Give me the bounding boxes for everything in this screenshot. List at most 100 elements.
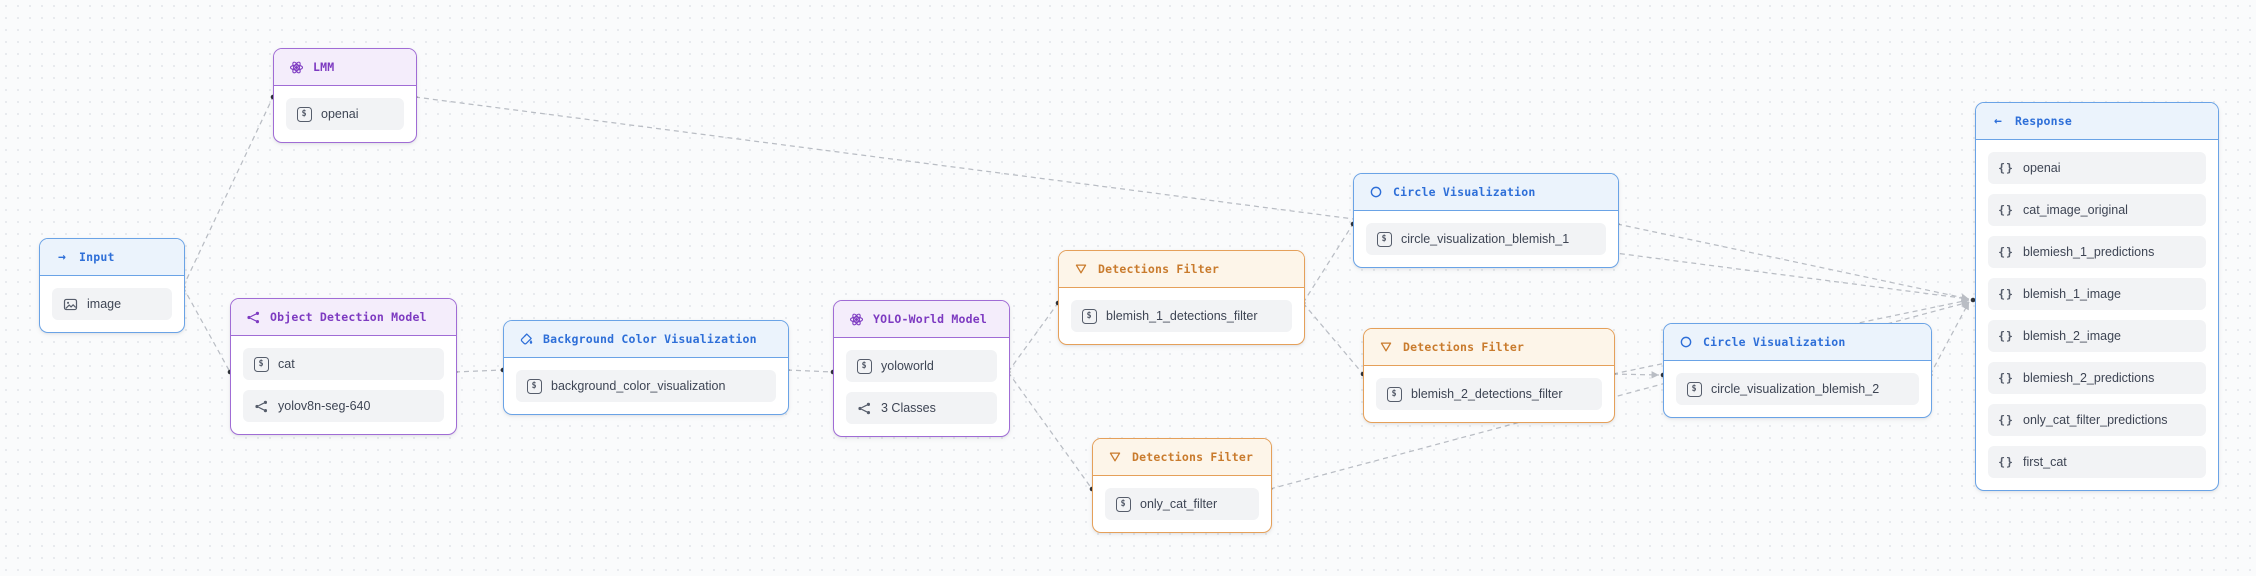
field-label: only_cat_filter_predictions	[2023, 413, 2168, 427]
field-yoloworld[interactable]: $ yoloworld	[846, 350, 997, 382]
arrow-left-icon: ←	[1993, 113, 2003, 129]
field-model-id[interactable]: yolov8n-seg-640	[243, 390, 444, 422]
field-label: 3 Classes	[881, 401, 936, 415]
response-field-blemish-1-image[interactable]: {} blemish_1_image	[1988, 278, 2206, 310]
response-field-first-cat[interactable]: {} first_cat	[1988, 446, 2206, 478]
node-ywm-header: YOLO-World Model	[834, 301, 1009, 338]
response-field-blemiesh-2-predictions[interactable]: {} blemiesh_2_predictions	[1988, 362, 2206, 394]
field-label: blemish_1_detections_filter	[1106, 309, 1258, 323]
node-input-header: → Input	[40, 239, 184, 276]
node-title: Circle Visualization	[1703, 335, 1846, 349]
node-title: Object Detection Model	[270, 310, 427, 324]
field-label: openai	[321, 107, 359, 121]
circle-icon	[1678, 334, 1694, 350]
network-icon	[856, 400, 872, 416]
funnel-icon	[1073, 261, 1089, 277]
network-icon	[245, 309, 261, 325]
node-title: Response	[2015, 114, 2072, 128]
node-title: Input	[79, 250, 115, 264]
field-cat[interactable]: $ cat	[243, 348, 444, 380]
atom-icon	[288, 59, 304, 75]
node-cv2-header: Circle Visualization	[1664, 324, 1931, 361]
field-classes[interactable]: 3 Classes	[846, 392, 997, 424]
node-circle-visualization-blemish-2[interactable]: Circle Visualization $ circle_visualizat…	[1663, 323, 1932, 418]
braces-icon: {}	[1998, 413, 2014, 427]
node-cv1-header: Circle Visualization	[1354, 174, 1618, 211]
node-title: Circle Visualization	[1393, 185, 1536, 199]
braces-icon: {}	[1998, 287, 2014, 301]
node-yolo-world-model[interactable]: YOLO-World Model $ yoloworld 3 Classes	[833, 300, 1010, 437]
field-circle-visualization-blemish-2[interactable]: $ circle_visualization_blemish_2	[1676, 373, 1919, 405]
node-title: Detections Filter	[1132, 450, 1254, 464]
response-field-only-cat-filter-predictions[interactable]: {} only_cat_filter_predictions	[1988, 404, 2206, 436]
braces-icon: {}	[1998, 161, 2014, 175]
braces-icon: {}	[1998, 203, 2014, 217]
node-detections-filter-blemish-1[interactable]: Detections Filter $ blemish_1_detections…	[1058, 250, 1305, 345]
node-response[interactable]: ← Response {} openai {} cat_image_origin…	[1975, 102, 2219, 491]
paint-bucket-icon	[518, 331, 534, 347]
node-background-color-visualization[interactable]: Background Color Visualization $ backgro…	[503, 320, 789, 415]
atom-icon	[848, 311, 864, 327]
node-detections-filter-blemish-2[interactable]: Detections Filter $ blemish_2_detections…	[1363, 328, 1615, 423]
string-icon: $	[296, 106, 312, 122]
braces-icon: {}	[1998, 245, 2014, 259]
field-only-cat-filter[interactable]: $ only_cat_filter	[1105, 488, 1259, 520]
string-icon: $	[1686, 381, 1702, 397]
field-label: cat	[278, 357, 295, 371]
field-label: blemish_1_image	[2023, 287, 2121, 301]
funnel-icon	[1378, 339, 1394, 355]
node-lmm-header: LMM	[274, 49, 416, 86]
node-df1-header: Detections Filter	[1059, 251, 1304, 288]
image-icon	[62, 296, 78, 312]
string-icon: $	[526, 378, 542, 394]
node-detections-filter-only-cat[interactable]: Detections Filter $ only_cat_filter	[1092, 438, 1272, 533]
braces-icon: {}	[1998, 371, 2014, 385]
field-blemish-1-detections-filter[interactable]: $ blemish_1_detections_filter	[1071, 300, 1292, 332]
braces-icon: {}	[1998, 455, 2014, 469]
field-blemish-2-detections-filter[interactable]: $ blemish_2_detections_filter	[1376, 378, 1602, 410]
field-label: blemiesh_2_predictions	[2023, 371, 2155, 385]
node-title: YOLO-World Model	[873, 312, 987, 326]
string-icon: $	[1081, 308, 1097, 324]
response-field-openai[interactable]: {} openai	[1988, 152, 2206, 184]
node-object-detection-model[interactable]: Object Detection Model $ cat yolov8n-seg…	[230, 298, 457, 435]
field-label: only_cat_filter	[1140, 497, 1218, 511]
node-bcv-header: Background Color Visualization	[504, 321, 788, 358]
field-label: blemish_2_detections_filter	[1411, 387, 1563, 401]
node-title: LMM	[313, 60, 335, 74]
response-field-blemiesh-1-predictions[interactable]: {} blemiesh_1_predictions	[1988, 236, 2206, 268]
node-title: Detections Filter	[1403, 340, 1525, 354]
field-label: circle_visualization_blemish_1	[1401, 232, 1570, 246]
string-icon: $	[1376, 231, 1392, 247]
arrow-right-icon: →	[57, 249, 67, 265]
string-icon: $	[856, 358, 872, 374]
response-field-cat-image-original[interactable]: {} cat_image_original	[1988, 194, 2206, 226]
field-label: circle_visualization_blemish_2	[1711, 382, 1880, 396]
circle-icon	[1368, 184, 1384, 200]
string-icon: $	[1386, 386, 1402, 402]
field-label: blemish_2_image	[2023, 329, 2121, 343]
field-background-color-visualization[interactable]: $ background_color_visualization	[516, 370, 776, 402]
response-field-blemish-2-image[interactable]: {} blemish_2_image	[1988, 320, 2206, 352]
node-odm-header: Object Detection Model	[231, 299, 456, 336]
node-input[interactable]: → Input image	[39, 238, 185, 333]
field-circle-visualization-blemish-1[interactable]: $ circle_visualization_blemish_1	[1366, 223, 1606, 255]
field-label: yoloworld	[881, 359, 934, 373]
field-label: cat_image_original	[2023, 203, 2128, 217]
field-label: yolov8n-seg-640	[278, 399, 371, 413]
node-df3-header: Detections Filter	[1093, 439, 1271, 476]
string-icon: $	[1115, 496, 1131, 512]
field-label: first_cat	[2023, 455, 2067, 469]
node-circle-visualization-blemish-1[interactable]: Circle Visualization $ circle_visualizat…	[1353, 173, 1619, 268]
field-label: background_color_visualization	[551, 379, 726, 393]
field-openai[interactable]: $ openai	[286, 98, 404, 130]
field-label: image	[87, 297, 122, 311]
node-title: Detections Filter	[1098, 262, 1220, 276]
braces-icon: {}	[1998, 329, 2014, 343]
node-lmm[interactable]: LMM $ openai	[273, 48, 417, 143]
node-title: Background Color Visualization	[543, 332, 757, 346]
field-label: blemiesh_1_predictions	[2023, 245, 2155, 259]
field-image[interactable]: image	[52, 288, 172, 320]
field-label: openai	[2023, 161, 2061, 175]
